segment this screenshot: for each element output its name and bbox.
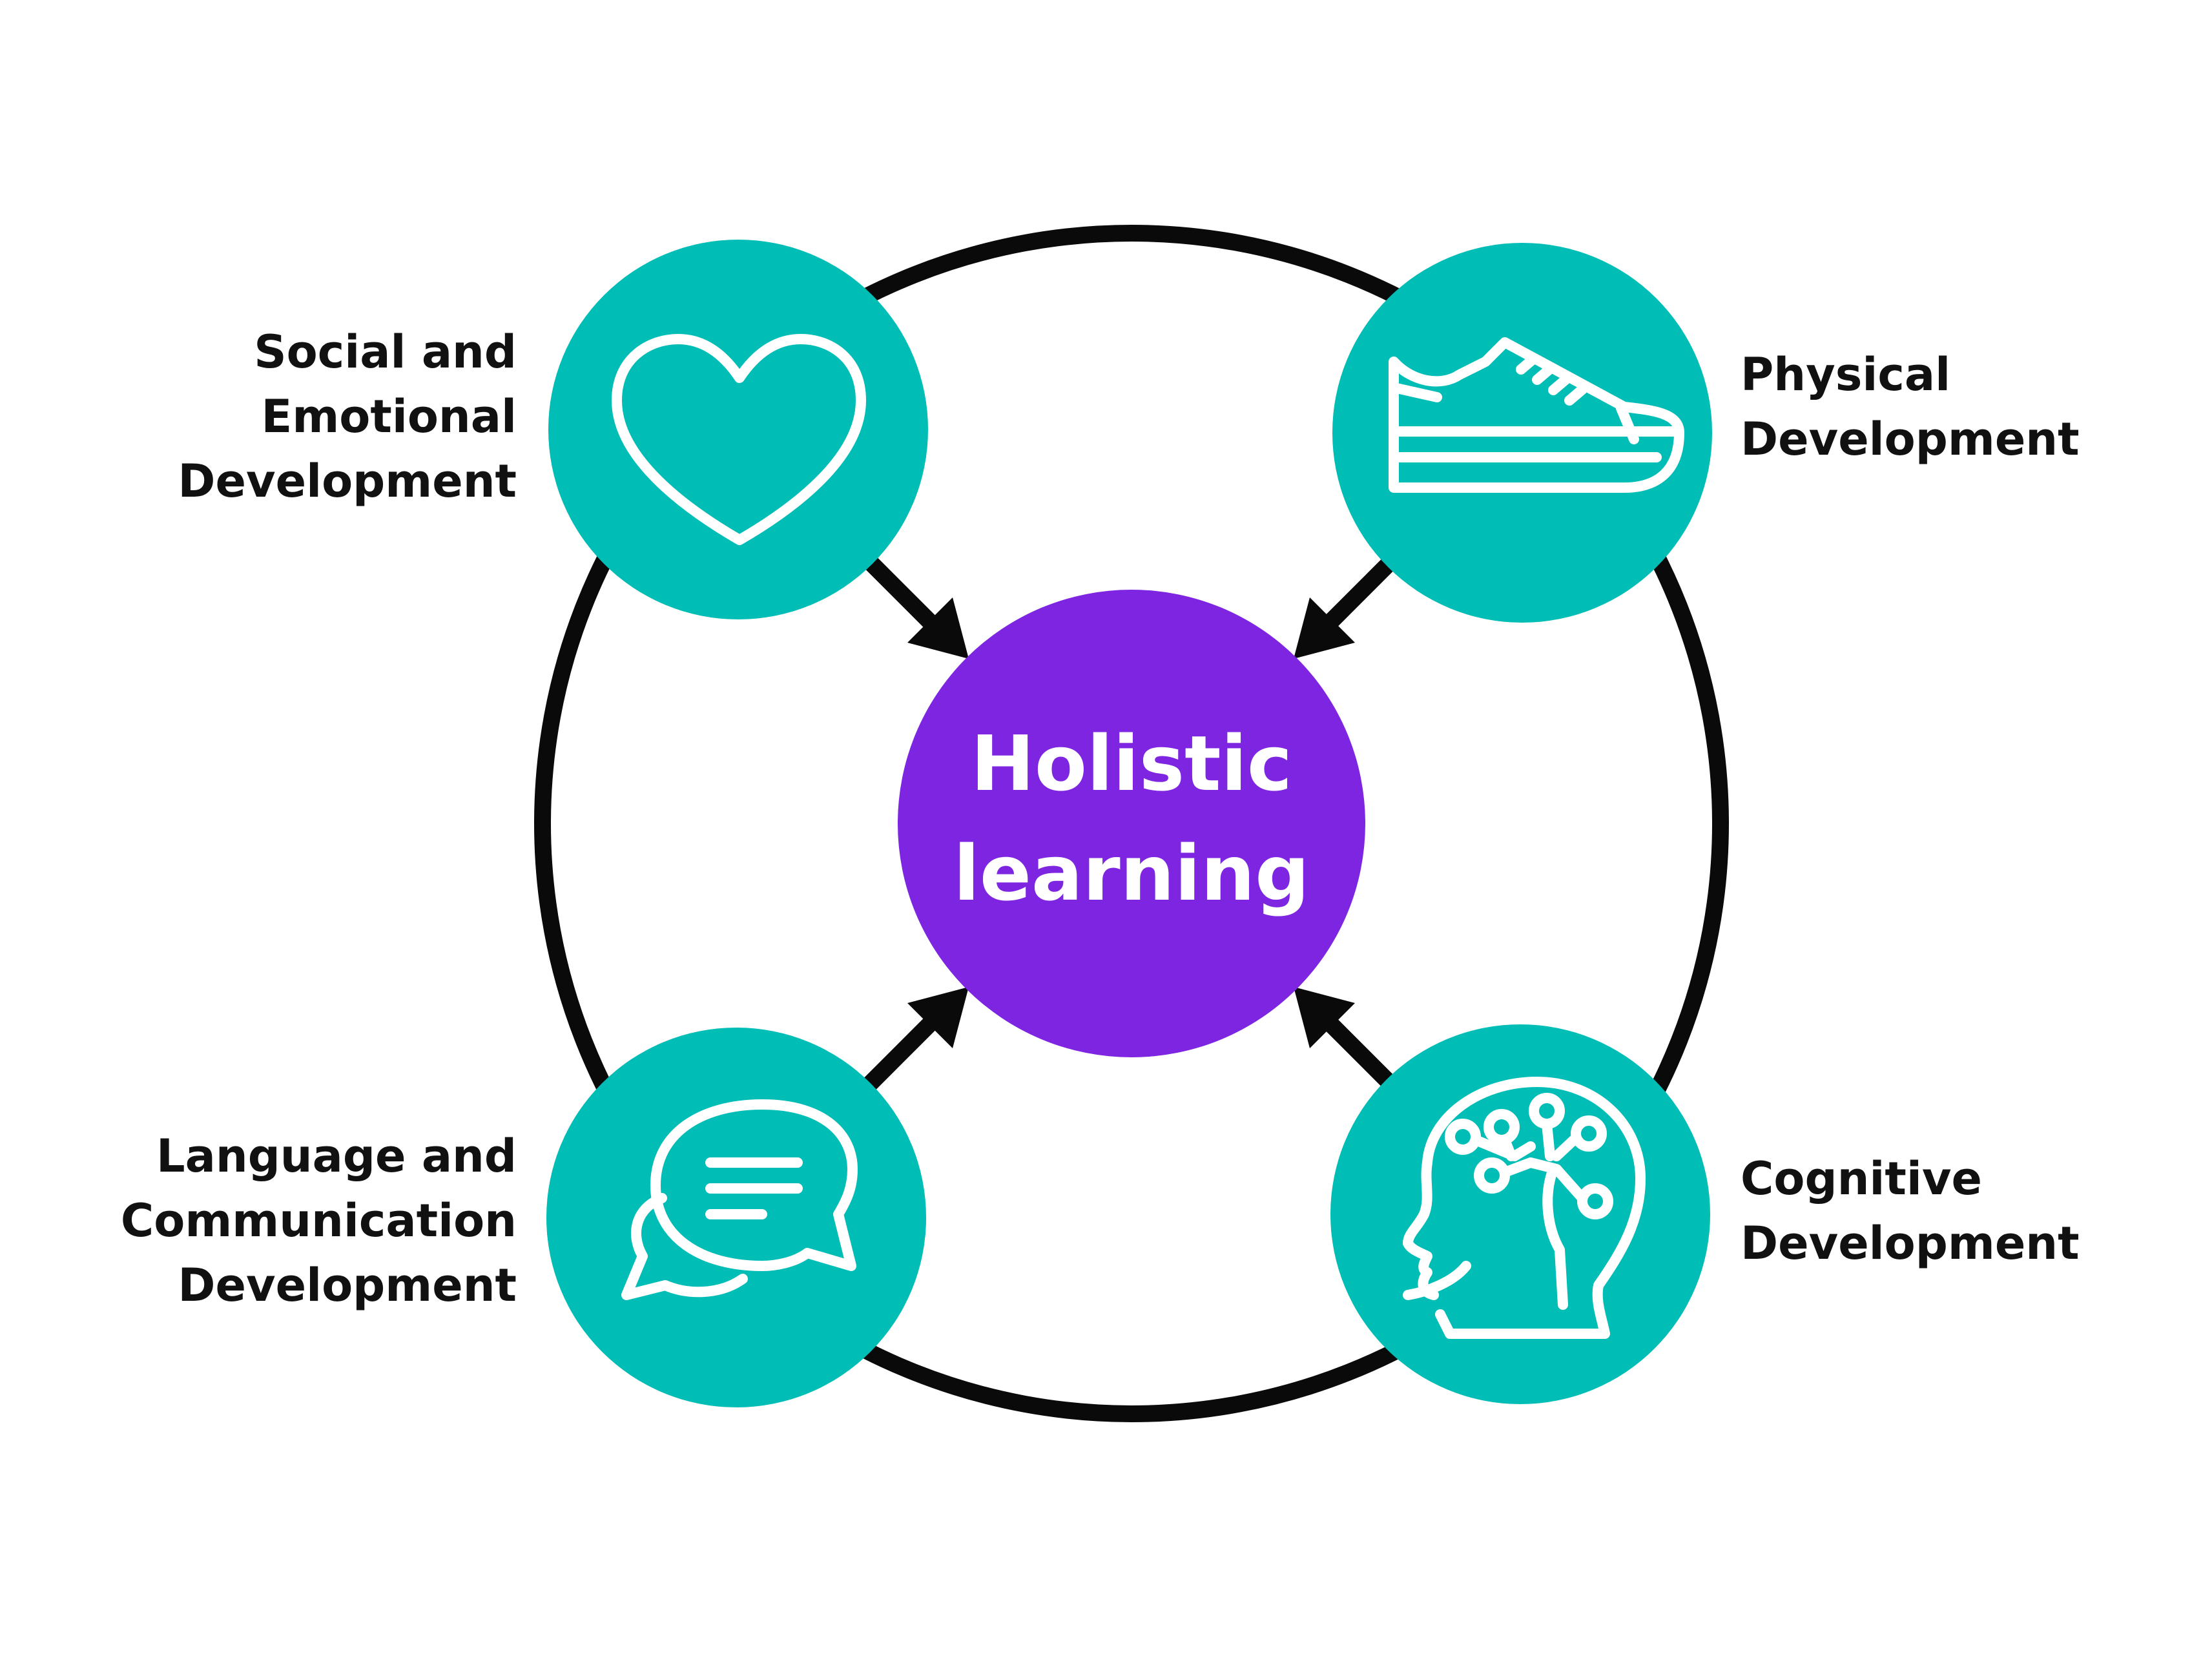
arrow-social-to-center [856, 548, 969, 659]
arrow-physical-to-center [1294, 548, 1405, 659]
label-line: Social and [254, 326, 517, 378]
heart-icon [612, 334, 866, 545]
brain-head-icon [1403, 1077, 1646, 1339]
label-line: Cognitive [1741, 1152, 1982, 1205]
node-social-emotional [548, 240, 928, 619]
center-label-line-1: Holistic [971, 719, 1292, 808]
node-physical [1332, 243, 1712, 623]
label-line: Development [1741, 1217, 2080, 1270]
node-language-communication [546, 1028, 926, 1407]
label-line: Language and [156, 1130, 517, 1183]
outer-ring [534, 225, 1729, 1422]
center-circle [898, 590, 1365, 1057]
label-language-communication: Language and Communication Development [121, 1124, 517, 1318]
label-social-emotional: Social and Emotional Development [178, 320, 517, 513]
center-label: Holistic learning [899, 712, 1364, 925]
speech-bubbles-icon [621, 1099, 858, 1300]
label-line: Development [178, 455, 517, 508]
label-cognitive: Cognitive Development [1741, 1146, 2080, 1276]
sneaker-icon [1389, 337, 1684, 493]
arrow-cognitive-to-center [1294, 987, 1405, 1098]
label-line: Emotional [261, 390, 517, 443]
node-circle [548, 240, 928, 619]
label-line: Development [178, 1259, 517, 1312]
label-line: Communication [120, 1194, 517, 1247]
label-line: Physical [1741, 348, 1951, 401]
arrow-language-to-center [856, 987, 969, 1098]
center-label-line-2: learning [953, 829, 1310, 918]
label-physical: Physical Development [1741, 342, 2080, 471]
label-line: Development [1741, 413, 2080, 466]
node-cognitive [1330, 1024, 1710, 1404]
arrows [856, 548, 1405, 1098]
